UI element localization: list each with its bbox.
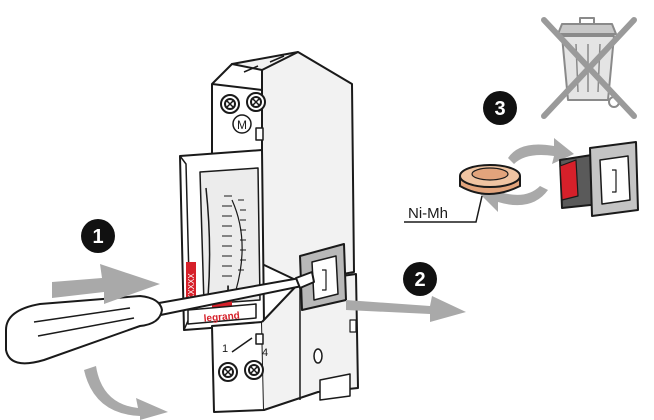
lever-arrow	[84, 366, 168, 420]
motor-symbol	[232, 114, 252, 134]
timer-switch-device	[179, 51, 359, 413]
battery-icon	[459, 164, 521, 195]
terminal-right-label: 4	[262, 347, 268, 359]
step-badge-2: 2	[403, 262, 437, 296]
top-terminal-left-screw	[220, 94, 240, 114]
pull-arrow	[346, 296, 466, 322]
battery-callout-line	[404, 195, 483, 223]
screwdriver-icon	[5, 271, 315, 365]
bottom-terminal-right-screw	[244, 360, 264, 380]
bottom-terminal-left-screw	[218, 362, 238, 382]
brand-strip	[187, 303, 257, 325]
battery-holder	[559, 141, 639, 217]
brand-logo: legrand	[203, 310, 240, 324]
push-arrow	[52, 264, 160, 304]
top-terminal-right-screw	[246, 92, 266, 112]
side-code-label	[186, 262, 196, 304]
svg-text:2: 2	[414, 269, 425, 291]
terminal-left-label: 1	[222, 343, 228, 355]
battery-drawer	[299, 243, 347, 311]
svg-text:3: 3	[494, 98, 505, 120]
battery-type-label: Ni-Mh	[408, 205, 448, 222]
dial-ticks	[222, 195, 246, 277]
swap-arrow-top	[508, 138, 574, 164]
svg-text:1: 1	[92, 226, 103, 248]
motor-mark: M	[237, 118, 247, 132]
step-badge-1: 1	[81, 219, 115, 253]
cross-icon	[541, 17, 637, 119]
step-badge-3: 3	[483, 91, 517, 125]
side-code-text: XXXXX	[187, 273, 196, 300]
